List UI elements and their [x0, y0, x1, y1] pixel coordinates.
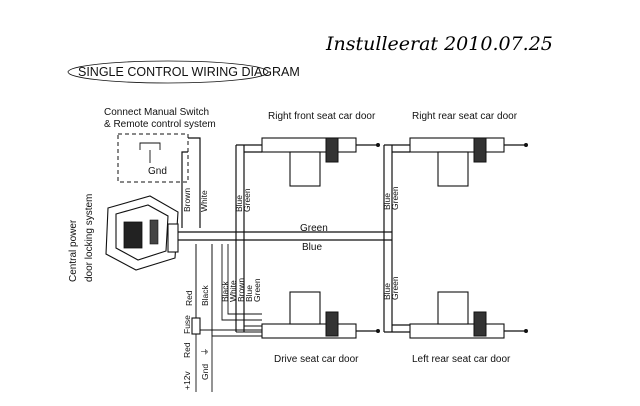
wire-white-drive [227, 244, 262, 315]
wire-label-white-top: White [199, 190, 209, 212]
actuator-right-front [261, 137, 380, 187]
wire-label-brown-top: Brown [182, 188, 192, 212]
title-underline-loop [67, 60, 269, 84]
leads-right-front [236, 144, 262, 153]
leads-left-rear [384, 324, 410, 333]
power-label-red-low: Red [182, 342, 192, 358]
fuse-symbol [191, 317, 201, 335]
switch-contact [139, 142, 161, 150]
riser-label-blue-top: Blue [234, 195, 244, 212]
power-label-gnd: Gnd [200, 364, 210, 380]
switch-gnd-label: Gnd [148, 166, 167, 177]
switch-label-line1: Connect Manual Switch [104, 107, 209, 118]
controller-label-line2: door locking system [84, 194, 95, 282]
manual-switch-box [117, 133, 189, 183]
label-right-rear-door: Right rear seat car door [412, 111, 518, 122]
bus-label-blue: Blue [302, 242, 322, 253]
switch-label-line2: & Remote control system [104, 119, 216, 130]
handwritten-annotation: Instulleerat 2010.07.25 [325, 33, 553, 55]
riser-label-blue-right: Blue [382, 193, 392, 210]
lower-label-white: White [228, 280, 238, 302]
controller-label-line1: Central power [68, 219, 79, 282]
bus-label-green: Green [300, 223, 328, 234]
lower-label-black: Black [220, 280, 230, 302]
power-label-black: Black [200, 284, 210, 306]
wire-black2-drive [221, 244, 262, 321]
leads-right-rear [384, 144, 410, 153]
riser-label-blue-right-low: Blue [382, 283, 392, 300]
label-left-rear-door: Left rear seat car door [412, 354, 511, 365]
lower-label-blue: Blue [244, 285, 254, 302]
riser-label-green-top: Green [242, 188, 252, 212]
label-drive-door: Drive seat car door [274, 354, 359, 365]
controller-unit [105, 195, 179, 271]
diagram-title: SINGLE CONTROL WIRING DIAGRAM [78, 65, 300, 79]
actuator-right-rear [409, 137, 528, 187]
lower-label-brown: Brown [236, 278, 246, 302]
lower-label-green: Green [252, 278, 262, 302]
power-label-plus12v: +12v [182, 371, 192, 390]
ground-symbol-icon: ⏚ [200, 347, 210, 356]
wire-white-switch [188, 137, 201, 228]
power-label-red: Red [184, 290, 194, 306]
riser-label-green-right-low: Green [390, 276, 400, 300]
riser-label-green-right: Green [390, 186, 400, 210]
fuse-label: Fuse [182, 315, 192, 334]
wire-brown-switch [181, 151, 188, 228]
actuator-drive-seat [261, 291, 380, 339]
label-right-front-door: Right front seat car door [268, 111, 376, 122]
actuator-left-rear [409, 291, 528, 339]
